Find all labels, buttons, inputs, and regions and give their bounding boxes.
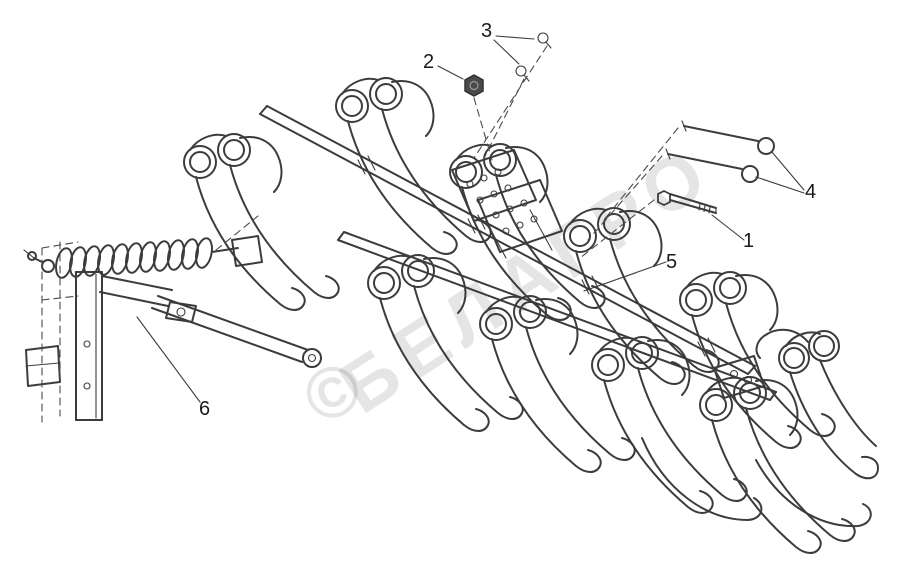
hex-bolt: [657, 189, 717, 214]
end-clamp-bracket: [713, 355, 765, 399]
front-bar: [337, 231, 777, 401]
callout-2: 2: [423, 51, 435, 73]
callout-5: 5: [666, 251, 678, 273]
tine-end-loops: [641, 437, 872, 528]
coil-spring: [23, 235, 263, 279]
leader-lines: [136, 35, 805, 403]
flange-nut: [464, 74, 484, 97]
callout-6: 6: [199, 398, 211, 420]
end-spring-tine: [755, 328, 879, 480]
lock-pins: [665, 120, 775, 183]
callout-3: 3: [481, 20, 493, 42]
callout-1: 1: [743, 230, 755, 252]
callout-4: 4: [805, 181, 817, 203]
clamp-plates: [451, 149, 563, 259]
dashed-guides: [41, 45, 679, 423]
clip-pins: [515, 32, 552, 82]
toolbar-bar: [259, 105, 756, 375]
spring-tines-back-row: [183, 77, 836, 449]
mount-bracket-assembly: [25, 271, 322, 421]
